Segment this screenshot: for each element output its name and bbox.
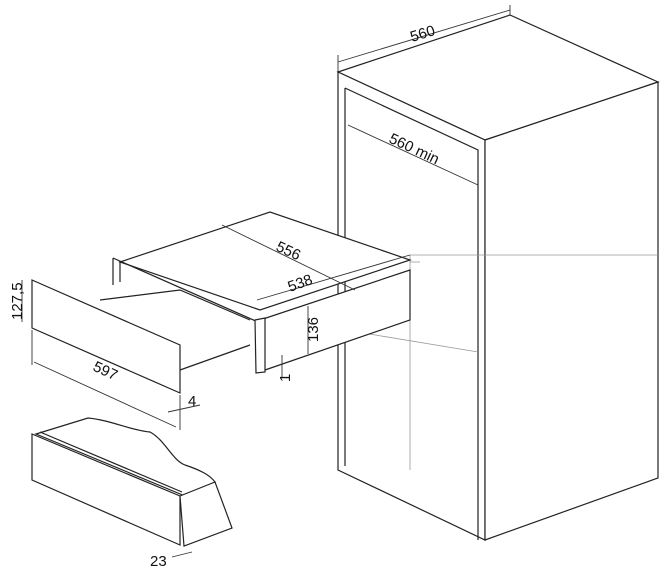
label-560: 560 [408,22,437,46]
front-panel: 127,5 597 4 [9,279,201,430]
dim-cabinet-width: 560 [337,5,511,72]
label-1: 1 [277,374,294,382]
label-23: 23 [150,553,167,570]
drawer-body: 556 538 136 1 [99,211,420,382]
handle-detail: 23 [31,417,233,570]
label-136: 136 [305,317,322,342]
label-127-5: 127,5 [9,282,26,320]
label-4: 4 [188,393,196,410]
